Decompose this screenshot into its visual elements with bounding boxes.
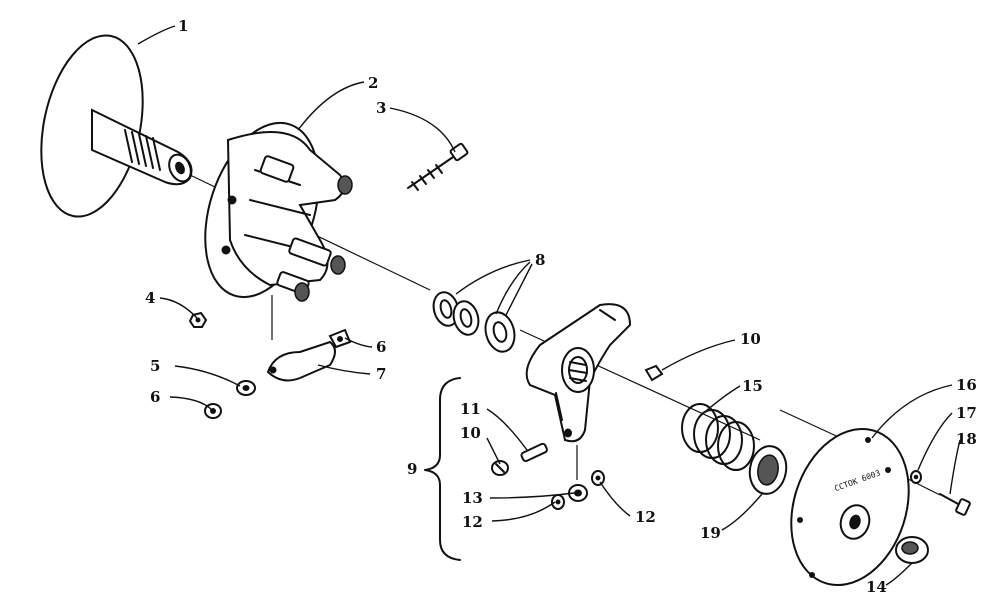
fixed-sheave-part-1 [40,34,193,218]
callout-3: 3 [376,99,386,117]
callout-15: 15 [742,377,763,395]
callout-4: 4 [145,289,155,307]
callout-18: 18 [956,430,977,448]
cover-plate-part-16: CCTOK 6003 [790,427,910,587]
callout-13: 13 [462,489,483,507]
cap-part-14 [895,536,929,564]
callout-19: 19 [700,524,721,542]
callout-5: 5 [150,357,160,375]
shims-part-8 [432,291,516,353]
spring-part-15 [681,403,755,471]
washer-part-12-right [591,470,605,486]
spider-assembly-part-9 [525,303,632,443]
callout-6-lower: 6 [150,388,160,406]
callout-7: 7 [376,365,386,383]
nut-part-4 [188,311,208,328]
leader-lines [137,25,961,586]
callout-11: 11 [460,400,481,418]
cap-part-10-lower [491,460,509,476]
movable-sheave-part-2 [204,121,353,302]
callout-labels: 1 2 3 4 5 6 6 7 8 9 10 10 11 12 12 13 14… [145,17,977,596]
callout-10-upper: 10 [740,330,761,348]
roller-weight-part-7 [266,340,336,382]
washer-part-6-upper [328,328,352,349]
callout-12-left: 12 [462,513,483,531]
bolt-part-3 [407,142,469,191]
callout-16: 16 [956,376,977,394]
washer-part-17 [910,470,922,484]
callout-17: 17 [956,404,977,422]
callout-9: 9 [407,460,417,478]
cap-part-10-upper [644,364,664,382]
callout-12-right: 12 [635,508,656,526]
pin-part-11 [520,442,548,463]
assembly-bracket [424,377,461,561]
bushing-part-5 [236,380,256,396]
callout-6-upper: 6 [376,338,386,356]
washer-part-12-left [551,494,565,510]
callout-14: 14 [866,578,887,596]
callout-2: 2 [368,74,378,92]
callout-10-lower: 10 [460,424,481,442]
bearing-part-19 [748,445,788,495]
bolt-part-18 [939,493,971,516]
callout-1: 1 [178,17,188,35]
callout-8: 8 [535,251,545,269]
bushing-part-13 [568,484,588,502]
